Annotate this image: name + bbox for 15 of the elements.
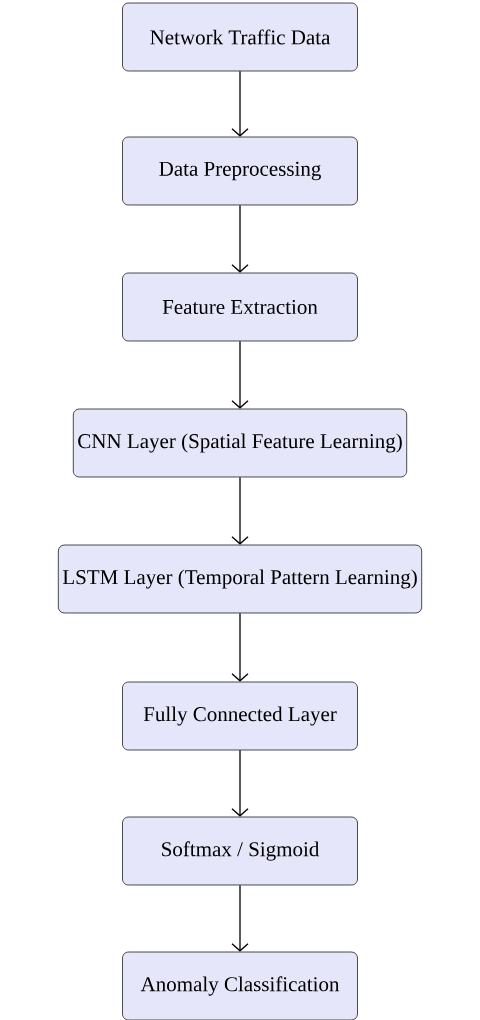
- process-box: Anomaly Classification: [122, 951, 358, 1020]
- arrow: [231, 340, 249, 409]
- arrow: [231, 476, 249, 545]
- process-box: Data Preprocessing: [122, 136, 358, 206]
- process-box: Network Traffic Data: [122, 2, 358, 72]
- arrow: [231, 70, 249, 137]
- process-box: LSTM Layer (Temporal Pattern Learning): [57, 544, 423, 614]
- process-box: Feature Extraction: [122, 272, 358, 342]
- arrow: [231, 204, 249, 273]
- process-box: CNN Layer (Spatial Feature Learning): [72, 408, 408, 478]
- arrow: [231, 612, 249, 682]
- arrow: [231, 884, 249, 952]
- arrow: [231, 749, 249, 817]
- process-box: Softmax / Sigmoid: [122, 816, 358, 886]
- process-box: Fully Connected Layer: [122, 681, 358, 751]
